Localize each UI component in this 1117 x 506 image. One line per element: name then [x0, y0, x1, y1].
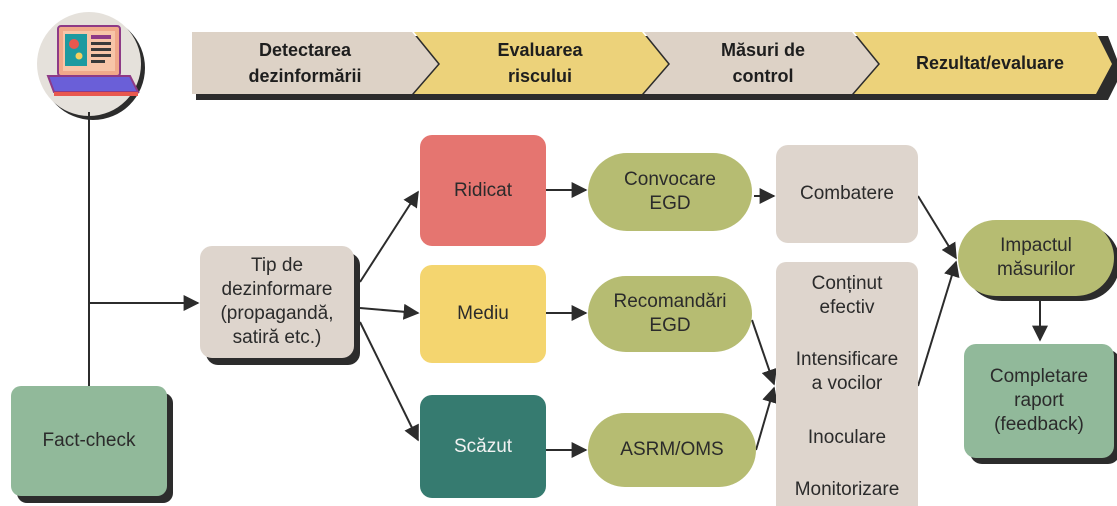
risk-ridicat-box: Ridicat	[420, 135, 546, 246]
arrow-tip-mediu	[359, 303, 420, 320]
stage-4-shape	[854, 32, 1112, 94]
arrow-tip-ridicat	[359, 190, 419, 283]
fact-check-box: Fact-check	[11, 386, 167, 496]
asrm-pill: ASRM/OMS	[588, 413, 756, 487]
stage-3-shape	[644, 32, 878, 94]
completare-box: Completare raport (feedback)	[964, 344, 1114, 458]
risk-mediu-box: Mediu	[420, 265, 546, 363]
laptop-icon	[34, 8, 146, 120]
arrow-asrm-measures	[755, 386, 778, 451]
stage-banner-shapes	[192, 32, 1117, 100]
tip-box: Tip de dezinformare (propagandă, satiră …	[200, 246, 354, 358]
arrow-recomandari-measures	[751, 319, 777, 386]
asrm-label: ASRM/OMS	[620, 439, 724, 460]
arrow-tip-scazut	[359, 321, 419, 442]
measure-inoculare: Inoculare	[807, 427, 887, 448]
arrow-combatere-impact	[917, 195, 957, 260]
risk-scazut-box: Scăzut	[420, 395, 546, 498]
risk-ridicat-label: Ridicat	[453, 179, 513, 201]
combatere-label: Combatere	[800, 183, 894, 204]
combatere-box: Combatere	[776, 145, 918, 243]
risk-scazut-label: Scăzut	[453, 435, 513, 457]
stage-1-shape	[192, 32, 438, 94]
fact-check-label: Fact-check	[42, 430, 136, 451]
risk-mediu-label: Mediu	[457, 303, 509, 324]
measures-box	[776, 262, 918, 506]
arrow-measures-impact	[917, 260, 960, 387]
measure-monitorizare: Monitorizare	[794, 479, 900, 500]
stage-2-shape	[414, 32, 668, 94]
stage-4-label: Rezultat/evaluare	[915, 53, 1065, 73]
